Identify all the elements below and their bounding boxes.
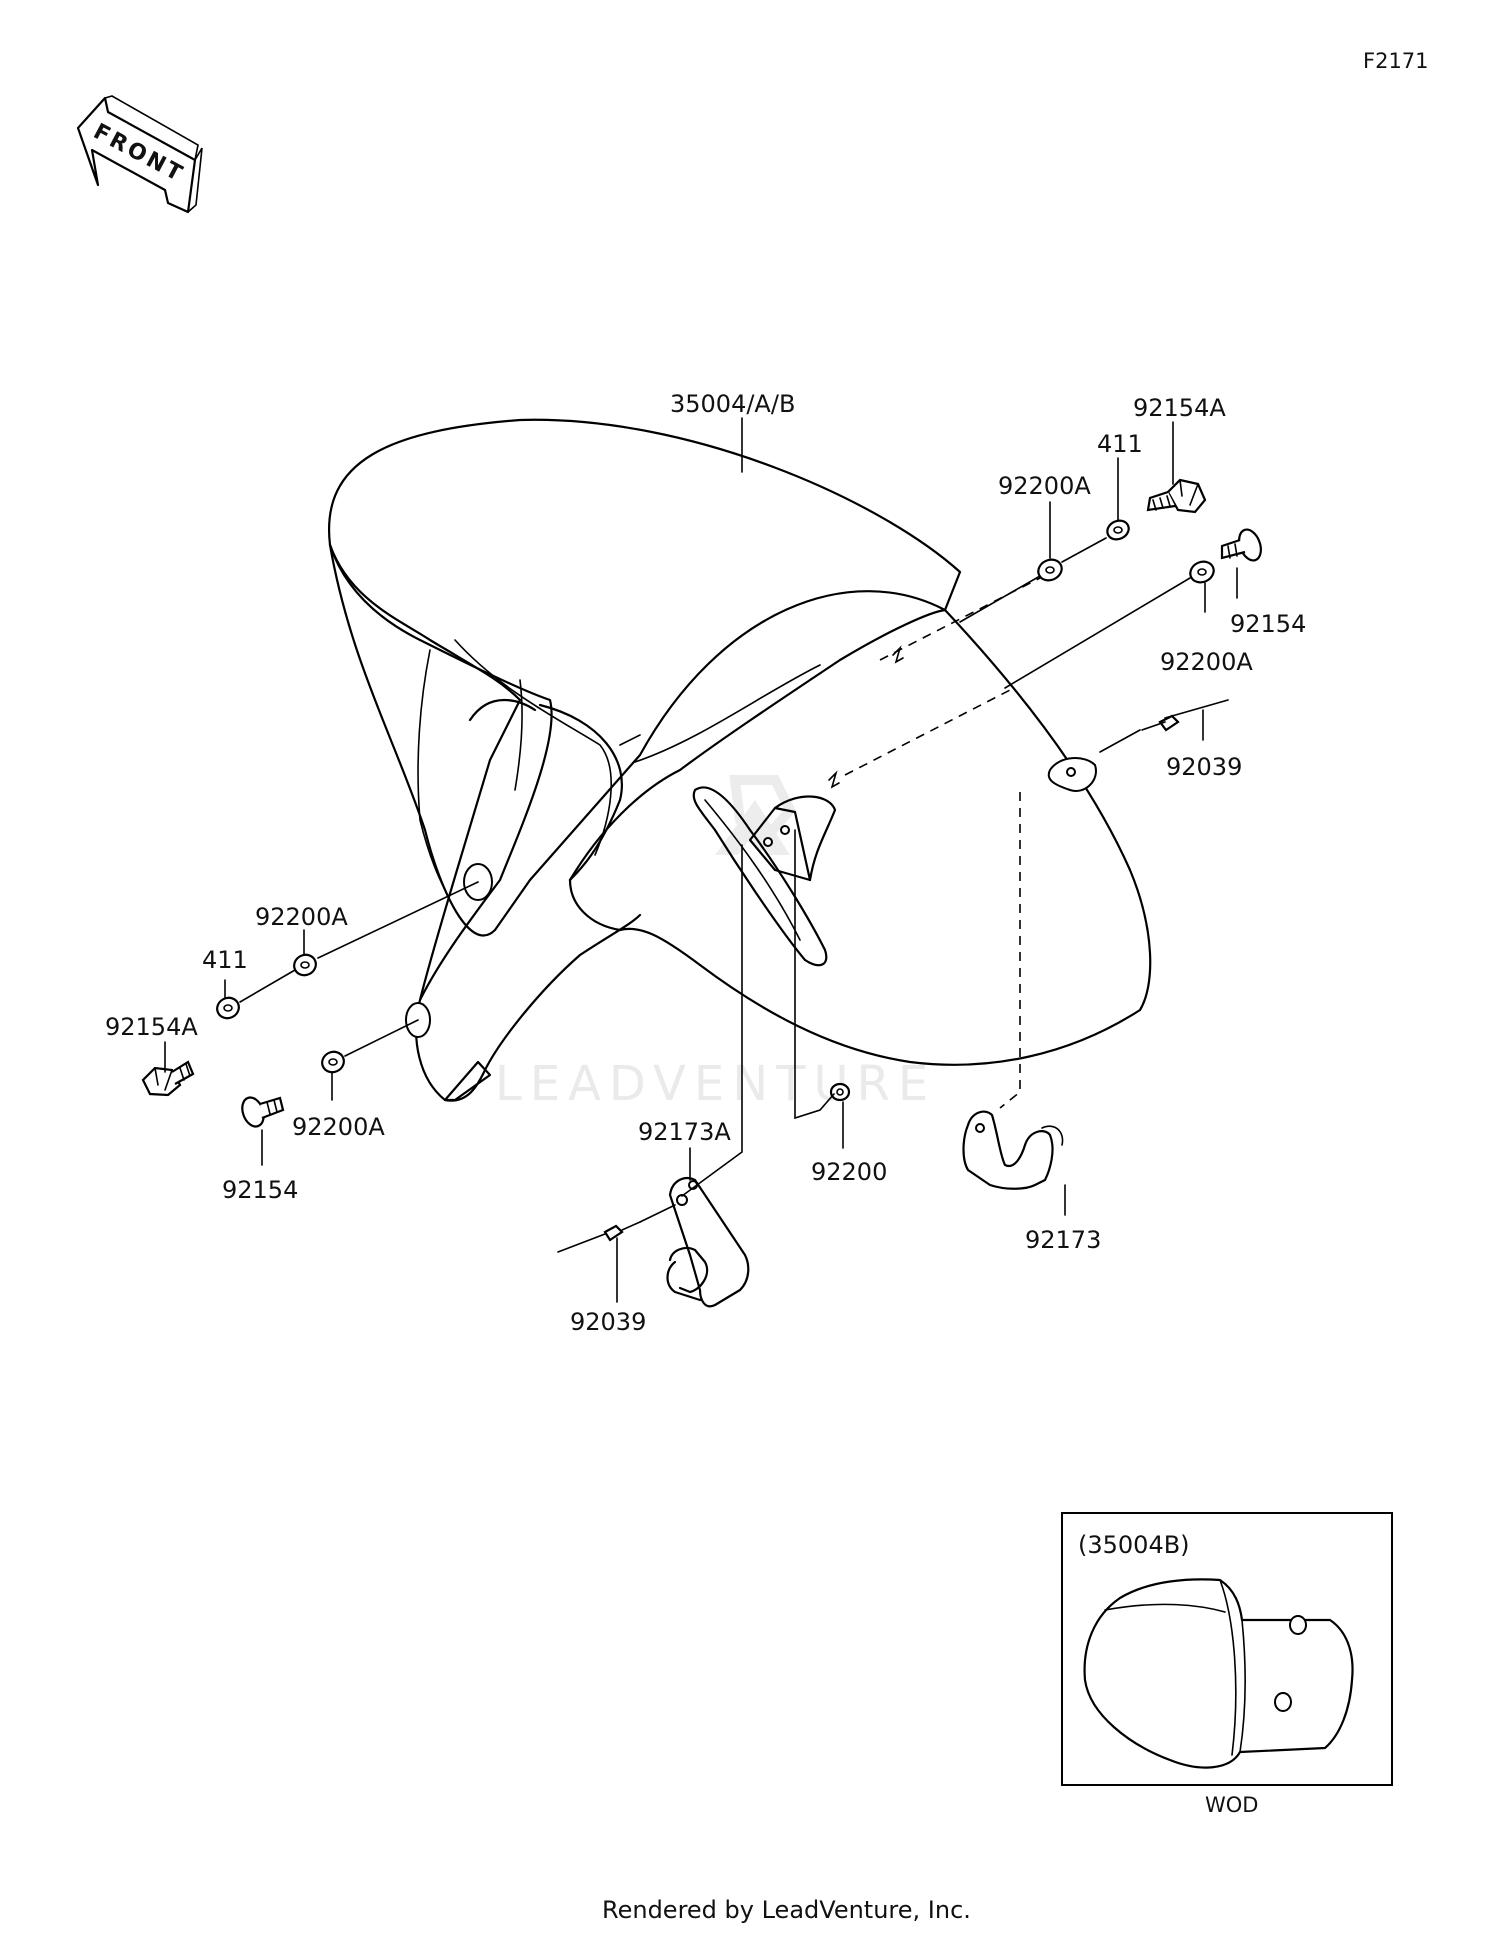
washer-92200a-right-lower [1189,560,1215,584]
inset-35004b: (35004B) WOD [1061,1512,1393,1817]
label-92200a-left-upper: 92200A [255,903,348,931]
label-92154a-left: 92154A [105,1013,198,1041]
label-92200a-right-upper: 92200A [998,472,1091,500]
washer-92200a-left-upper [293,953,317,977]
label-35004-a-b: 35004/A/B [670,390,795,418]
washer-92200a-left-lower [321,1050,345,1074]
label-92039-left: 92039 [570,1308,646,1336]
left-hardware [141,881,479,1128]
figure-id: F2171 [1363,49,1429,73]
inset-frame [1061,1512,1393,1786]
label-92200: 92200 [811,1158,887,1186]
label-92200a-left-lower: 92200A [292,1113,385,1141]
washer-411-right [1106,519,1130,541]
bolt-92154-right [1220,528,1262,562]
label-92173: 92173 [1025,1226,1101,1254]
front-arrow-icon: FRONT [76,95,203,214]
lower-hardware [557,792,1064,1308]
label-92154-right: 92154 [1230,610,1306,638]
label-92039-right: 92039 [1166,753,1242,781]
part-labels: 35004/A/B 92154A 411 92200A 92154 92200A… [105,390,1306,1336]
right-hardware [844,478,1262,776]
washer-92200a-right-upper [1037,558,1063,582]
bracket-92173 [962,1110,1064,1190]
bracket-92173a [666,1177,750,1308]
bolt-92154-left [241,1096,285,1128]
footer-credit: Rendered by LeadVenture, Inc. [602,1896,971,1924]
leader-lines [164,417,1238,1303]
label-92200a-right-lower: 92200A [1160,648,1253,676]
inset-fender [1083,1578,1354,1769]
label-92154a-right: 92154A [1133,394,1226,422]
label-92154-left: 92154 [222,1176,298,1204]
label-411-right: 411 [1097,430,1143,458]
label-92173a: 92173A [638,1118,731,1146]
inset-title: (35004B) [1078,1531,1190,1559]
watermark: LEADVENTURE [495,775,936,1112]
bolt-92154a-left [141,1060,195,1097]
rivet-92039-right [1141,699,1229,732]
rivet-92039-left [557,1204,676,1253]
bolt-92154a-right [1146,478,1207,514]
washer-92200 [829,1082,851,1102]
label-411-left: 411 [202,946,248,974]
watermark-text: LEADVENTURE [495,1056,936,1112]
washer-411-left [216,996,240,1020]
inset-caption: WOD [1205,1793,1258,1817]
front-fender [327,418,1152,1102]
